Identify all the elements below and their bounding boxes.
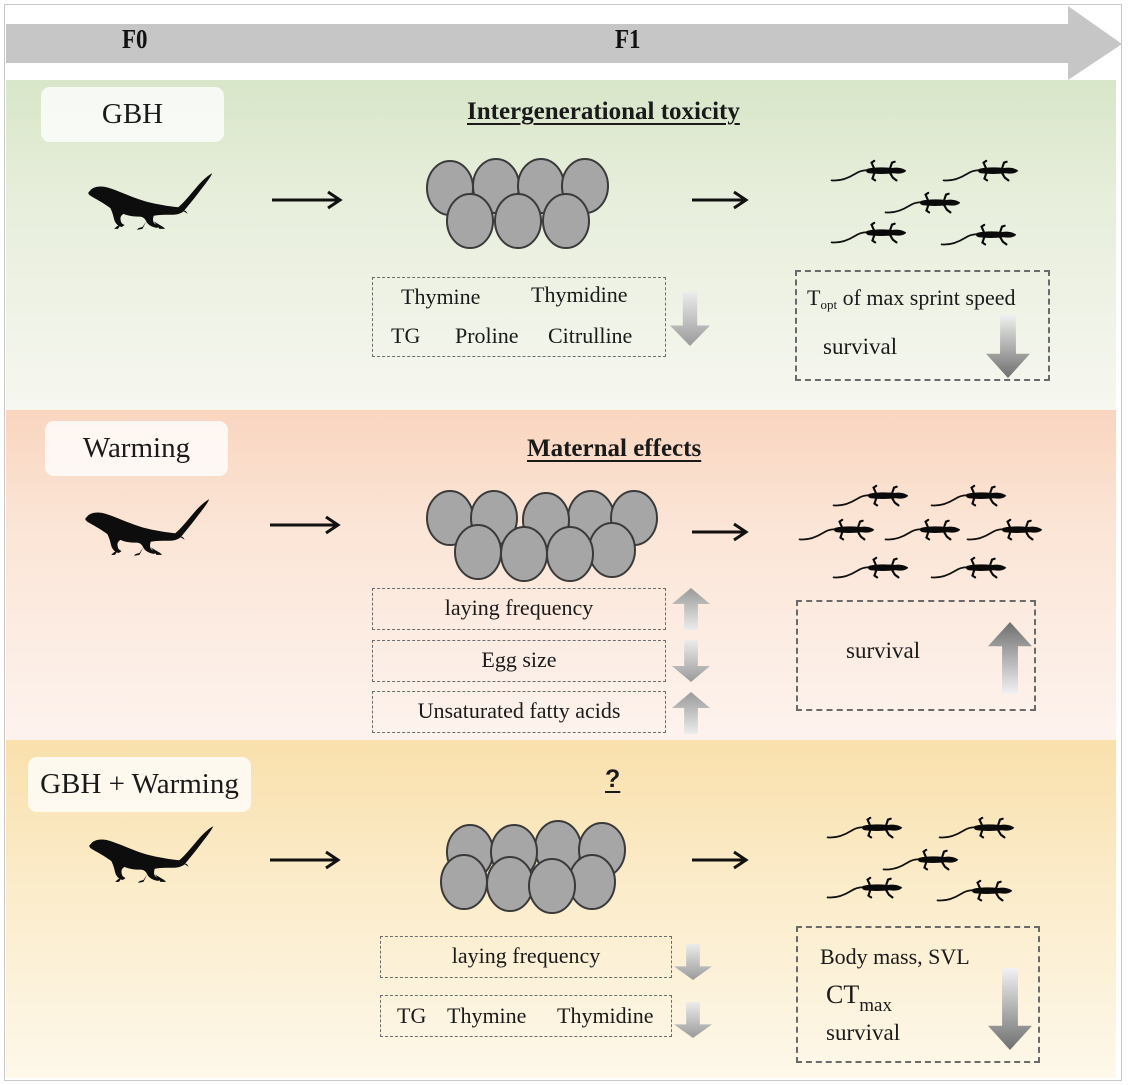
panel-heading-warming: Maternal effects	[527, 435, 702, 462]
offspring-trait: Topt of max sprint speed	[807, 285, 1016, 312]
egg	[588, 522, 636, 578]
hatchling-lizard-icon	[882, 190, 962, 217]
right-arrow-icon	[692, 522, 749, 542]
egg-trait-box: laying frequency	[372, 588, 666, 630]
hatchling-lizard-icon	[964, 517, 1044, 544]
egg	[486, 856, 534, 912]
hatchling-lizard-icon	[830, 483, 910, 510]
generation-arrow	[6, 6, 1122, 80]
arrow-up-icon	[988, 622, 1032, 694]
offspring-trait: survival	[826, 1020, 901, 1045]
hatchling-lizard-icon	[796, 517, 876, 544]
egg-cluster-gbh	[426, 158, 609, 249]
egg	[446, 193, 494, 249]
egg-trait: Citrulline	[548, 323, 633, 348]
egg-trait: Thymidine	[557, 1003, 654, 1028]
treatment-tag-warming: Warming	[45, 421, 228, 476]
hatchling-lizard-icon	[940, 158, 1020, 185]
offspring-trait: survival	[846, 638, 921, 663]
offspring-trait-box: Topt of max sprint speed survival	[795, 270, 1050, 381]
figure-frame	[4, 4, 1122, 1081]
egg-trait-box: Unsaturated fatty acids	[372, 691, 666, 733]
arrow-down-icon	[986, 314, 1030, 378]
hatchling-lizard-icon	[828, 158, 908, 185]
egg	[454, 524, 502, 580]
arrow-down-icon	[674, 944, 712, 980]
egg	[494, 193, 542, 249]
hatchling-lizard-icon	[928, 555, 1008, 582]
egg	[568, 854, 616, 910]
arrow-down-icon	[988, 968, 1032, 1050]
decrease-arrow	[988, 968, 1032, 1050]
right-arrow-icon	[270, 850, 341, 870]
hatchling-lizard-icon	[882, 517, 962, 544]
decrease-arrow	[670, 292, 710, 346]
increase-arrow	[672, 588, 710, 630]
decrease-arrow	[674, 944, 712, 980]
treatment-tag-gbh-warming: GBH + Warming	[28, 757, 251, 812]
hatchling-lizard-icon	[880, 847, 960, 874]
right-arrow-icon	[692, 850, 749, 870]
egg-trait-box: Thymine Thymidine TG Proline Citrulline	[372, 277, 666, 357]
hatchling-lizard-icon	[830, 555, 910, 582]
egg	[546, 526, 594, 582]
hatchling-lizard-icon	[928, 483, 1008, 510]
egg	[528, 858, 576, 914]
egg-trait: TG	[397, 1003, 427, 1028]
treatment-label: Warming	[82, 432, 191, 464]
egg	[440, 854, 488, 910]
generation-arrow-shape	[6, 6, 1122, 80]
adult-lizard-icon	[85, 825, 217, 887]
increase-arrow	[988, 622, 1032, 694]
egg-cluster-gbh-warming	[440, 820, 626, 914]
hatchling-lizard-icon	[938, 222, 1018, 249]
treatment-label: GBH	[101, 98, 164, 130]
egg-trait-box: TG Thymine Thymidine	[380, 995, 672, 1037]
panel-heading-gbh: Intergenerational toxicity	[467, 98, 740, 125]
offspring-trait: Body mass, SVL	[820, 944, 970, 969]
offspring-trait-box: survival	[796, 600, 1036, 711]
egg-trait: Proline	[455, 323, 519, 348]
arrow-down-icon	[670, 292, 710, 346]
right-arrow-icon	[272, 190, 343, 210]
arrow-down-icon	[672, 640, 710, 682]
decrease-arrow	[674, 1002, 712, 1038]
hatchling-lizard-icon	[934, 878, 1014, 905]
egg-trait: TG	[391, 323, 421, 348]
adult-lizard-icon	[81, 498, 213, 560]
treatment-tag-gbh: GBH	[41, 87, 224, 142]
generation-label-f0: F0	[122, 24, 148, 54]
egg	[500, 526, 548, 582]
egg-trait-box: Egg size	[372, 640, 666, 682]
right-arrow-icon	[270, 515, 341, 535]
arrow-up-icon	[672, 692, 710, 734]
egg-trait: Egg size	[481, 647, 557, 672]
egg-trait: Thymidine	[531, 282, 628, 307]
egg	[542, 193, 590, 249]
right-arrow-icon	[692, 190, 749, 210]
egg-cluster-warming	[426, 490, 658, 582]
egg-trait: Unsaturated fatty acids	[417, 698, 621, 723]
decrease-arrow	[672, 640, 710, 682]
panel-heading-unknown: ?	[605, 765, 621, 793]
adult-lizard-icon	[84, 172, 216, 234]
treatment-label: GBH + Warming	[40, 768, 239, 800]
hatchling-lizard-icon	[824, 815, 904, 842]
egg-trait: laying frequency	[451, 943, 601, 968]
arrow-down-icon	[674, 1002, 712, 1038]
hatchling-lizard-icon	[936, 815, 1016, 842]
hatchling-lizard-icon	[824, 875, 904, 902]
offspring-trait: CTmax	[826, 980, 892, 1016]
egg-trait-box: laying frequency	[380, 936, 672, 978]
offspring-trait: survival	[823, 334, 898, 359]
egg-trait: Thymine	[401, 284, 481, 309]
generation-label-f1: F1	[615, 24, 641, 54]
egg-trait: laying frequency	[444, 595, 594, 620]
arrow-up-icon	[672, 588, 710, 630]
increase-arrow	[672, 692, 710, 734]
egg-trait: Thymine	[447, 1003, 527, 1028]
decrease-arrow	[986, 314, 1030, 378]
hatchling-lizard-icon	[828, 220, 908, 247]
offspring-trait-box: Body mass, SVL CTmax survival	[796, 926, 1040, 1063]
